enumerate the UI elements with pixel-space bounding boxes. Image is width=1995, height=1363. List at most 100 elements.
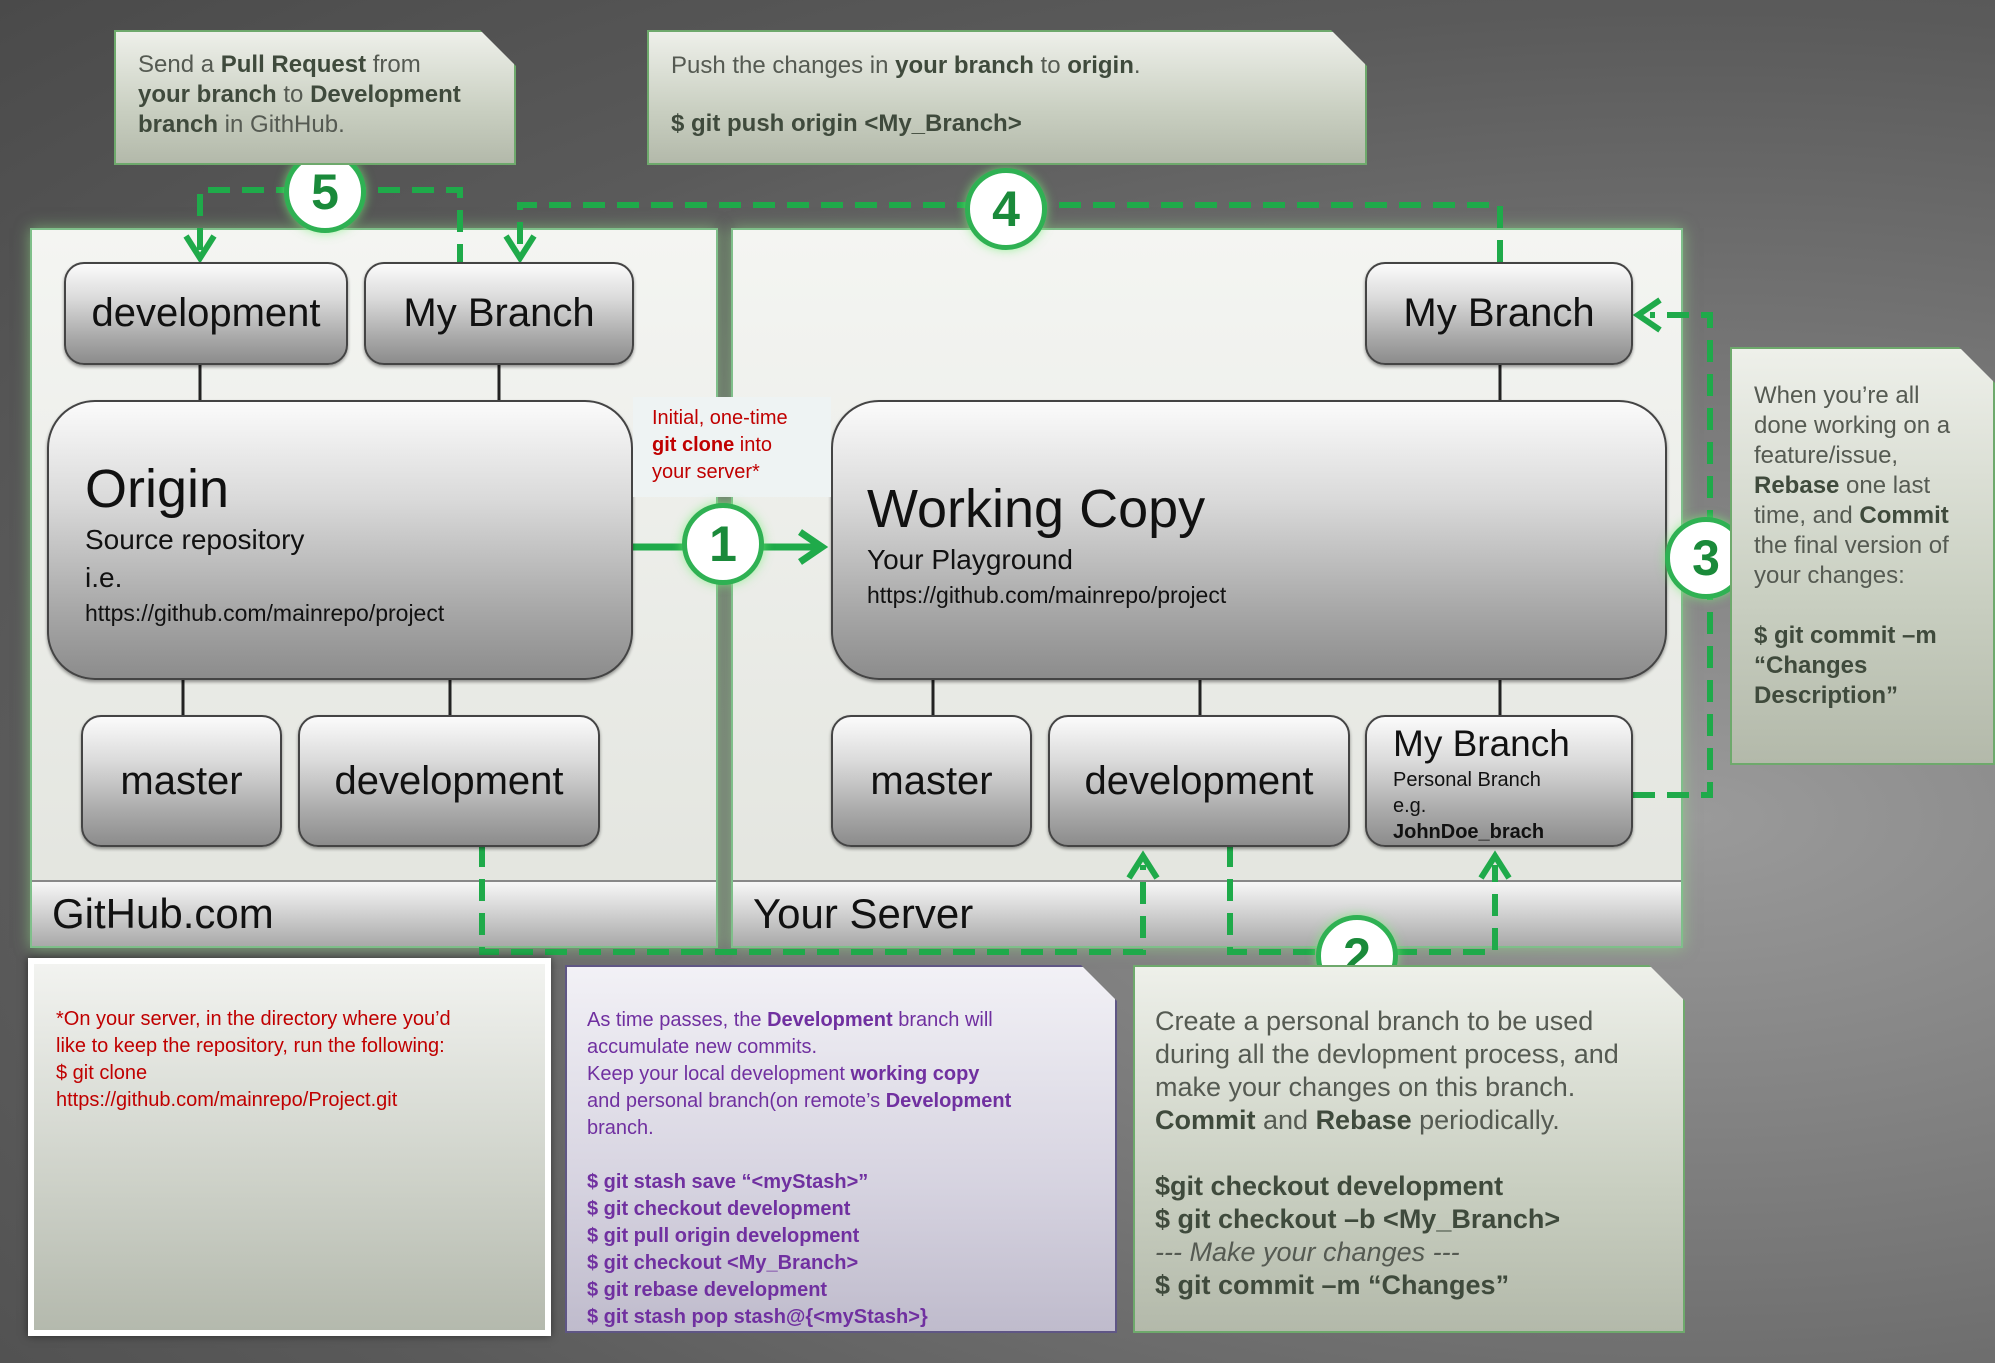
note5-t1: Send a (138, 51, 221, 78)
note5-t2: from (366, 51, 421, 78)
note2-commit: Commit (1155, 1105, 1256, 1135)
clone-instructions-note: *On your server, in the directory where … (28, 958, 551, 1336)
working-copy-title: Working Copy (867, 479, 1206, 539)
origin-subtitle: Source repository (85, 524, 305, 555)
note2-cmd4: $ git commit –m “Changes” (1155, 1270, 1510, 1300)
sync-instructions-note: As time passes, the Development branch w… (565, 965, 1117, 1333)
server-mybranch-box[interactable]: My Branch (1365, 262, 1633, 365)
origin-ie: i.e. (85, 562, 123, 593)
github-development-box[interactable]: development (64, 262, 348, 365)
personal-branch-title: My Branch (1393, 723, 1570, 764)
working-copy-subtitle: Your Playground (867, 544, 1074, 575)
note5-line2: your branch to Development (138, 80, 514, 110)
note5-your-branch: your branch (138, 81, 277, 108)
note5-t4: in GithHub. (218, 111, 345, 138)
github-bottom-development-box[interactable]: development (298, 715, 600, 847)
note2-rebase: Rebase (1315, 1105, 1412, 1135)
note5-line1: Send a Pull Request from (138, 50, 514, 80)
note3-line6: the final version of (1754, 532, 1949, 559)
sync-note-remote-development: Development (885, 1090, 1012, 1112)
note3-rebase: Rebase (1754, 472, 1840, 499)
sync-note-l4a: and personal branch(on remote’s (587, 1090, 886, 1112)
step-2-note: Create a personal branch to be used duri… (1133, 965, 1685, 1333)
note3-cmd3: Description” (1754, 682, 1899, 709)
note3-line1: When you’re all (1754, 382, 1920, 409)
note2-periodically: periodically. (1411, 1105, 1560, 1135)
server-development-label: development (1084, 758, 1314, 803)
step-1-badge: 1 (682, 503, 764, 585)
origin-box[interactable]: Origin Source repository i.e. https://gi… (47, 400, 633, 680)
server-footer: Your Server (733, 880, 1681, 946)
sync-note-cmd4: $ git checkout <My_Branch> (587, 1252, 859, 1274)
note2-and: and (1255, 1105, 1316, 1135)
clone-label: Initial, one-time git clone into your se… (633, 397, 831, 497)
clone-note-line1: *On your server, in the directory where … (56, 1008, 451, 1030)
server-development-box[interactable]: development (1048, 715, 1350, 847)
github-mybranch-box[interactable]: My Branch (364, 262, 634, 365)
note2-line4: Commit and Rebase periodically. (1155, 1104, 1683, 1137)
github-master-box[interactable]: master (81, 715, 282, 847)
github-master-label: master (120, 758, 243, 803)
clone-note-url: https://github.com/mainrepo/Project.git (56, 1089, 398, 1111)
note4-t1: Push the changes in (671, 52, 896, 79)
personal-branch-line2: e.g. (1393, 795, 1427, 817)
sync-note-l3a: Keep your local development (587, 1063, 851, 1085)
clone-label-git-clone: git clone (652, 434, 735, 456)
step-3-note: When you’re all done working on a featur… (1730, 347, 1995, 765)
sync-note-l1a: As time passes, the (587, 1009, 768, 1031)
note5-development: Development (310, 81, 461, 108)
note3-line3: feature/issue, (1754, 442, 1899, 469)
personal-branch-box[interactable]: My Branch Personal Branch e.g. JohnDoe_b… (1365, 715, 1633, 847)
working-copy-url: https://github.com/mainrepo/project (867, 582, 1227, 608)
clone-label-line3: your server* (652, 461, 760, 483)
arrow-heads (183, 234, 1662, 880)
server-label: Your Server (753, 890, 974, 937)
note2-cmd3: --- Make your changes --- (1155, 1237, 1460, 1267)
clone-note-line2: like to keep the repository, run the fol… (56, 1035, 445, 1057)
github-development-label: development (91, 291, 321, 335)
clone-label-line2: git clone into (652, 432, 831, 459)
sync-note-line2: accumulate new commits. (587, 1036, 818, 1058)
sync-note-cmd1: $ git stash save “<myStash>” (587, 1171, 869, 1193)
github-footer: GitHub.com (32, 880, 716, 946)
step-5-note: Send a Pull Request from your branch to … (114, 30, 516, 165)
note3-line4-text: one last (1839, 472, 1931, 499)
origin-title: Origin (85, 459, 230, 519)
box-connectors (181, 365, 1502, 715)
note4-t3: . (1133, 52, 1141, 79)
note3-line5: time, and Commit (1754, 501, 1993, 531)
working-copy-box[interactable]: Working Copy Your Playground https://git… (831, 400, 1667, 680)
server-mybranch-label: My Branch (1403, 291, 1595, 335)
note4-line1: Push the changes in your branch to origi… (671, 52, 1365, 80)
github-label: GitHub.com (52, 890, 274, 937)
note5-t3: to (276, 81, 311, 108)
note4-command: $ git push origin <My_Branch> (671, 110, 1022, 137)
clone-label-line1: Initial, one-time (652, 407, 788, 429)
sync-note-cmd3: $ git pull origin development (587, 1225, 860, 1247)
personal-branch-line3: JohnDoe_brach (1393, 821, 1545, 843)
note2-cmd1: $git checkout development (1155, 1171, 1504, 1201)
note3-cmd2: “Changes (1754, 652, 1868, 679)
note4-t2: to (1033, 52, 1068, 79)
step-4-badge: 4 (965, 168, 1047, 250)
note3-cmd1: $ git commit –m (1754, 622, 1937, 649)
personal-branch-line1: Personal Branch (1393, 769, 1541, 791)
note2-line2: during all the devlopment process, and (1155, 1039, 1619, 1069)
note3-line7: your changes: (1754, 562, 1905, 589)
note3-line5-text: time, and (1754, 502, 1860, 529)
note3-line2: done working on a (1754, 412, 1951, 439)
server-master-box[interactable]: master (831, 715, 1032, 847)
note2-cmd2: $ git checkout –b <My_Branch> (1155, 1204, 1561, 1234)
note4-origin: origin (1067, 52, 1134, 79)
clone-label-into: into (734, 434, 773, 456)
note3-line4: Rebase one last (1754, 471, 1993, 501)
sync-note-l1c: branch will (892, 1009, 993, 1031)
sync-note-working-copy: working copy (850, 1063, 980, 1085)
server-master-label: master (870, 758, 993, 803)
sync-note-cmd5: $ git rebase development (587, 1279, 828, 1301)
sync-note-line3: Keep your local development working copy (587, 1061, 1115, 1088)
step-4-note: Push the changes in your branch to origi… (647, 30, 1367, 165)
note3-commit: Commit (1859, 502, 1949, 529)
sync-note-line1: As time passes, the Development branch w… (587, 1007, 1115, 1034)
note2-line1: Create a personal branch to be used (1155, 1006, 1594, 1036)
